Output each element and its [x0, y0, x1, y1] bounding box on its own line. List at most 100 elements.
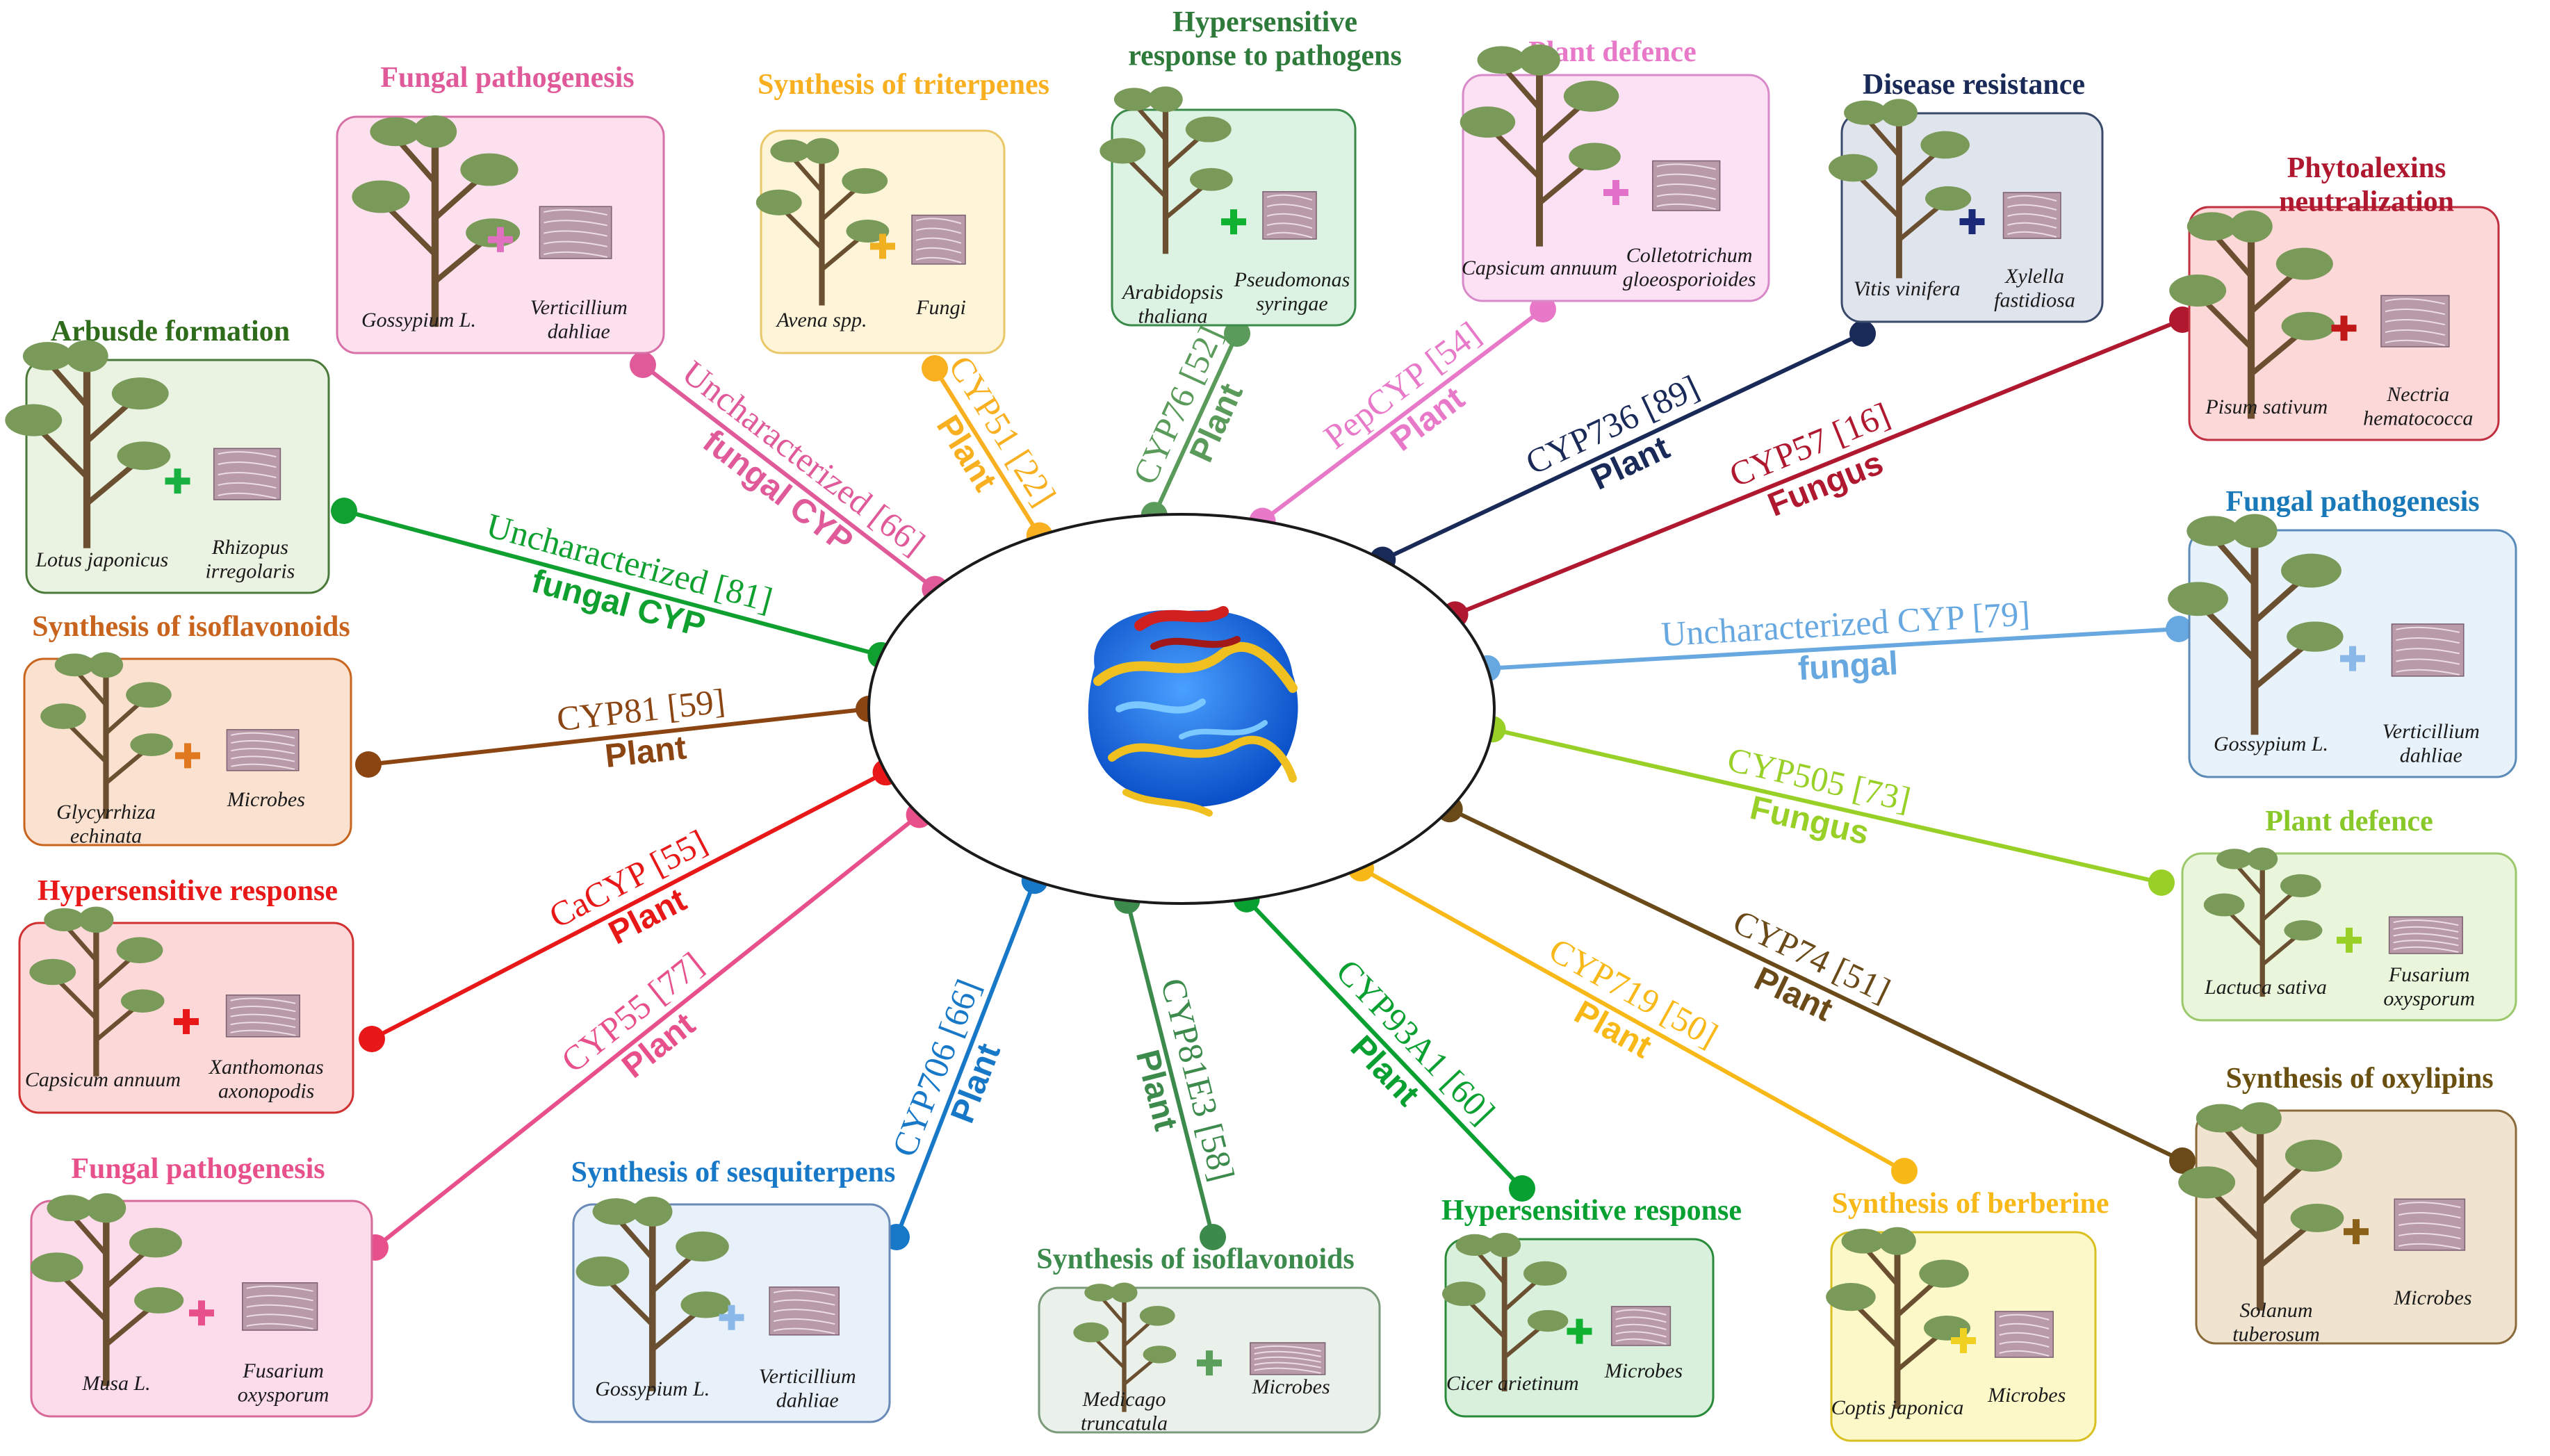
- plus-icon: [488, 227, 513, 252]
- spoke-label: PepCYP [54]Plant: [1316, 314, 1487, 459]
- host-plant-icon: [2203, 847, 2323, 997]
- host-plant-icon: [352, 115, 521, 327]
- spoke-isoflav-left: CYP81 [59]Plant: [355, 681, 882, 778]
- panel-title: Synthesis of triterpenes: [758, 69, 1049, 101]
- plus-icon: [189, 1300, 214, 1326]
- spoke-dot-outer: [1530, 296, 1556, 322]
- plus-icon: [2337, 927, 2362, 953]
- pathogen-icon: [213, 448, 281, 500]
- spoke-fungal-right: Uncharacterized CYP [79]fungal: [1474, 594, 2192, 687]
- host-plant-icon: [29, 906, 165, 1077]
- spoke-line: [1245, 897, 1524, 1191]
- host-plant-icon: [40, 652, 173, 819]
- spoke-label: Uncharacterized [81]fungal CYP: [482, 505, 776, 644]
- panel-title: Synthesis of sesquiterpens: [571, 1156, 896, 1188]
- host-name: Capsicum annuum: [25, 1068, 181, 1091]
- cyp-name: CYP93A1 [60]: [1329, 951, 1503, 1131]
- panel-title: Hypersensitive response: [38, 875, 338, 907]
- pathogen-icon: [2388, 916, 2463, 954]
- panel-title: Hypersensitive response: [1441, 1195, 1742, 1227]
- cyp-origin: fungal: [1797, 645, 1899, 687]
- spoke-dot-outer: [922, 355, 948, 382]
- spoke-line: [1381, 332, 1864, 562]
- spoke-label: CaCYP [55]Plant: [543, 822, 713, 952]
- panel-title: Fungal pathogenesis: [380, 62, 634, 94]
- panel-title: Plant defence: [2265, 805, 2433, 837]
- spoke-triterpenes: CYP51 [22]Plant: [922, 349, 1064, 549]
- host-name: Avena spp.: [776, 309, 867, 332]
- pathogen-icon: [539, 206, 612, 259]
- spoke-line: [368, 707, 869, 767]
- host-name: Cicer arietinum: [1446, 1372, 1579, 1395]
- spoke-hyper-top: CYP76 [52]Plant: [1125, 320, 1250, 529]
- host-name: Gossypium L.: [361, 309, 476, 332]
- spoke-line: [1359, 866, 1906, 1173]
- spoke-berberine: CYP719 [50]Plant: [1348, 855, 1918, 1184]
- spoke-dot-outer: [1891, 1158, 1918, 1184]
- panel-title: Synthesis of isoflavonoids: [1036, 1243, 1354, 1275]
- host-plant-icon: [755, 138, 890, 306]
- host-plant-icon: [1826, 1227, 1971, 1409]
- spoke-oxylipins: CYP74 [51]Plant: [1436, 796, 2196, 1174]
- spoke-dot-outer: [2148, 869, 2175, 896]
- plus-icon: [174, 1008, 199, 1034]
- spoke-label: CYP57 [16]Fungus: [1724, 395, 1895, 524]
- spoke-dot-outer: [1849, 320, 1876, 347]
- plus-icon: [2331, 316, 2357, 341]
- panel-title: Synthesis of berberine: [1832, 1188, 2109, 1220]
- host-name: Musa L.: [81, 1372, 150, 1395]
- spoke-label: CYP93A1 [60]Plant: [1329, 951, 1503, 1131]
- panel-title: Synthesis of oxylipins: [2225, 1063, 2493, 1095]
- spoke-label: CYP736 [89]Plant: [1520, 368, 1705, 498]
- cyp-name: CYP81 [59]: [555, 681, 727, 739]
- cyp-name: Uncharacterized CYP [79]: [1660, 594, 2032, 653]
- pathogen-icon: [225, 994, 300, 1038]
- pathogen-name: Microbes: [1604, 1359, 1683, 1382]
- spoke-label: CYP55 [77]Plant: [554, 944, 710, 1086]
- plus-icon: [175, 743, 200, 769]
- host-name: Pisum sativum: [2205, 395, 2328, 418]
- plus-icon: [1221, 209, 1246, 235]
- host-plant-icon: [1100, 86, 1233, 254]
- plus-icon: [719, 1304, 744, 1330]
- plus-icon: [1603, 180, 1628, 205]
- spoke-isoflav-bottom: CYP81E3 [58]Plant: [1113, 887, 1242, 1250]
- host-plant-icon: [5, 340, 171, 548]
- plus-icon: [2340, 646, 2365, 671]
- spoke-line: [1487, 627, 2180, 671]
- host-plant-icon: [1442, 1232, 1569, 1392]
- host-name: Coptis japonica: [1831, 1396, 1964, 1419]
- pathogen-icon: [1262, 191, 1317, 240]
- host-name: Vitis vinifera: [1854, 277, 1961, 300]
- spoke-label: Uncharacterized CYP [79]fungal: [1660, 594, 2032, 687]
- spoke-hyper-bottom: CYP93A1 [60]Plant: [1233, 885, 1535, 1202]
- spoke-dot-outer: [2166, 616, 2192, 642]
- spoke-line: [1261, 307, 1544, 523]
- protein-structure-icon: [1088, 606, 1298, 817]
- spoke-line: [343, 509, 882, 657]
- panel-title: Fungal pathogenesis: [2225, 486, 2479, 518]
- host-name: Lotus japonicus: [35, 548, 168, 571]
- plus-icon: [870, 234, 895, 259]
- spoke-label: CYP706 [66]Plant: [884, 974, 1008, 1162]
